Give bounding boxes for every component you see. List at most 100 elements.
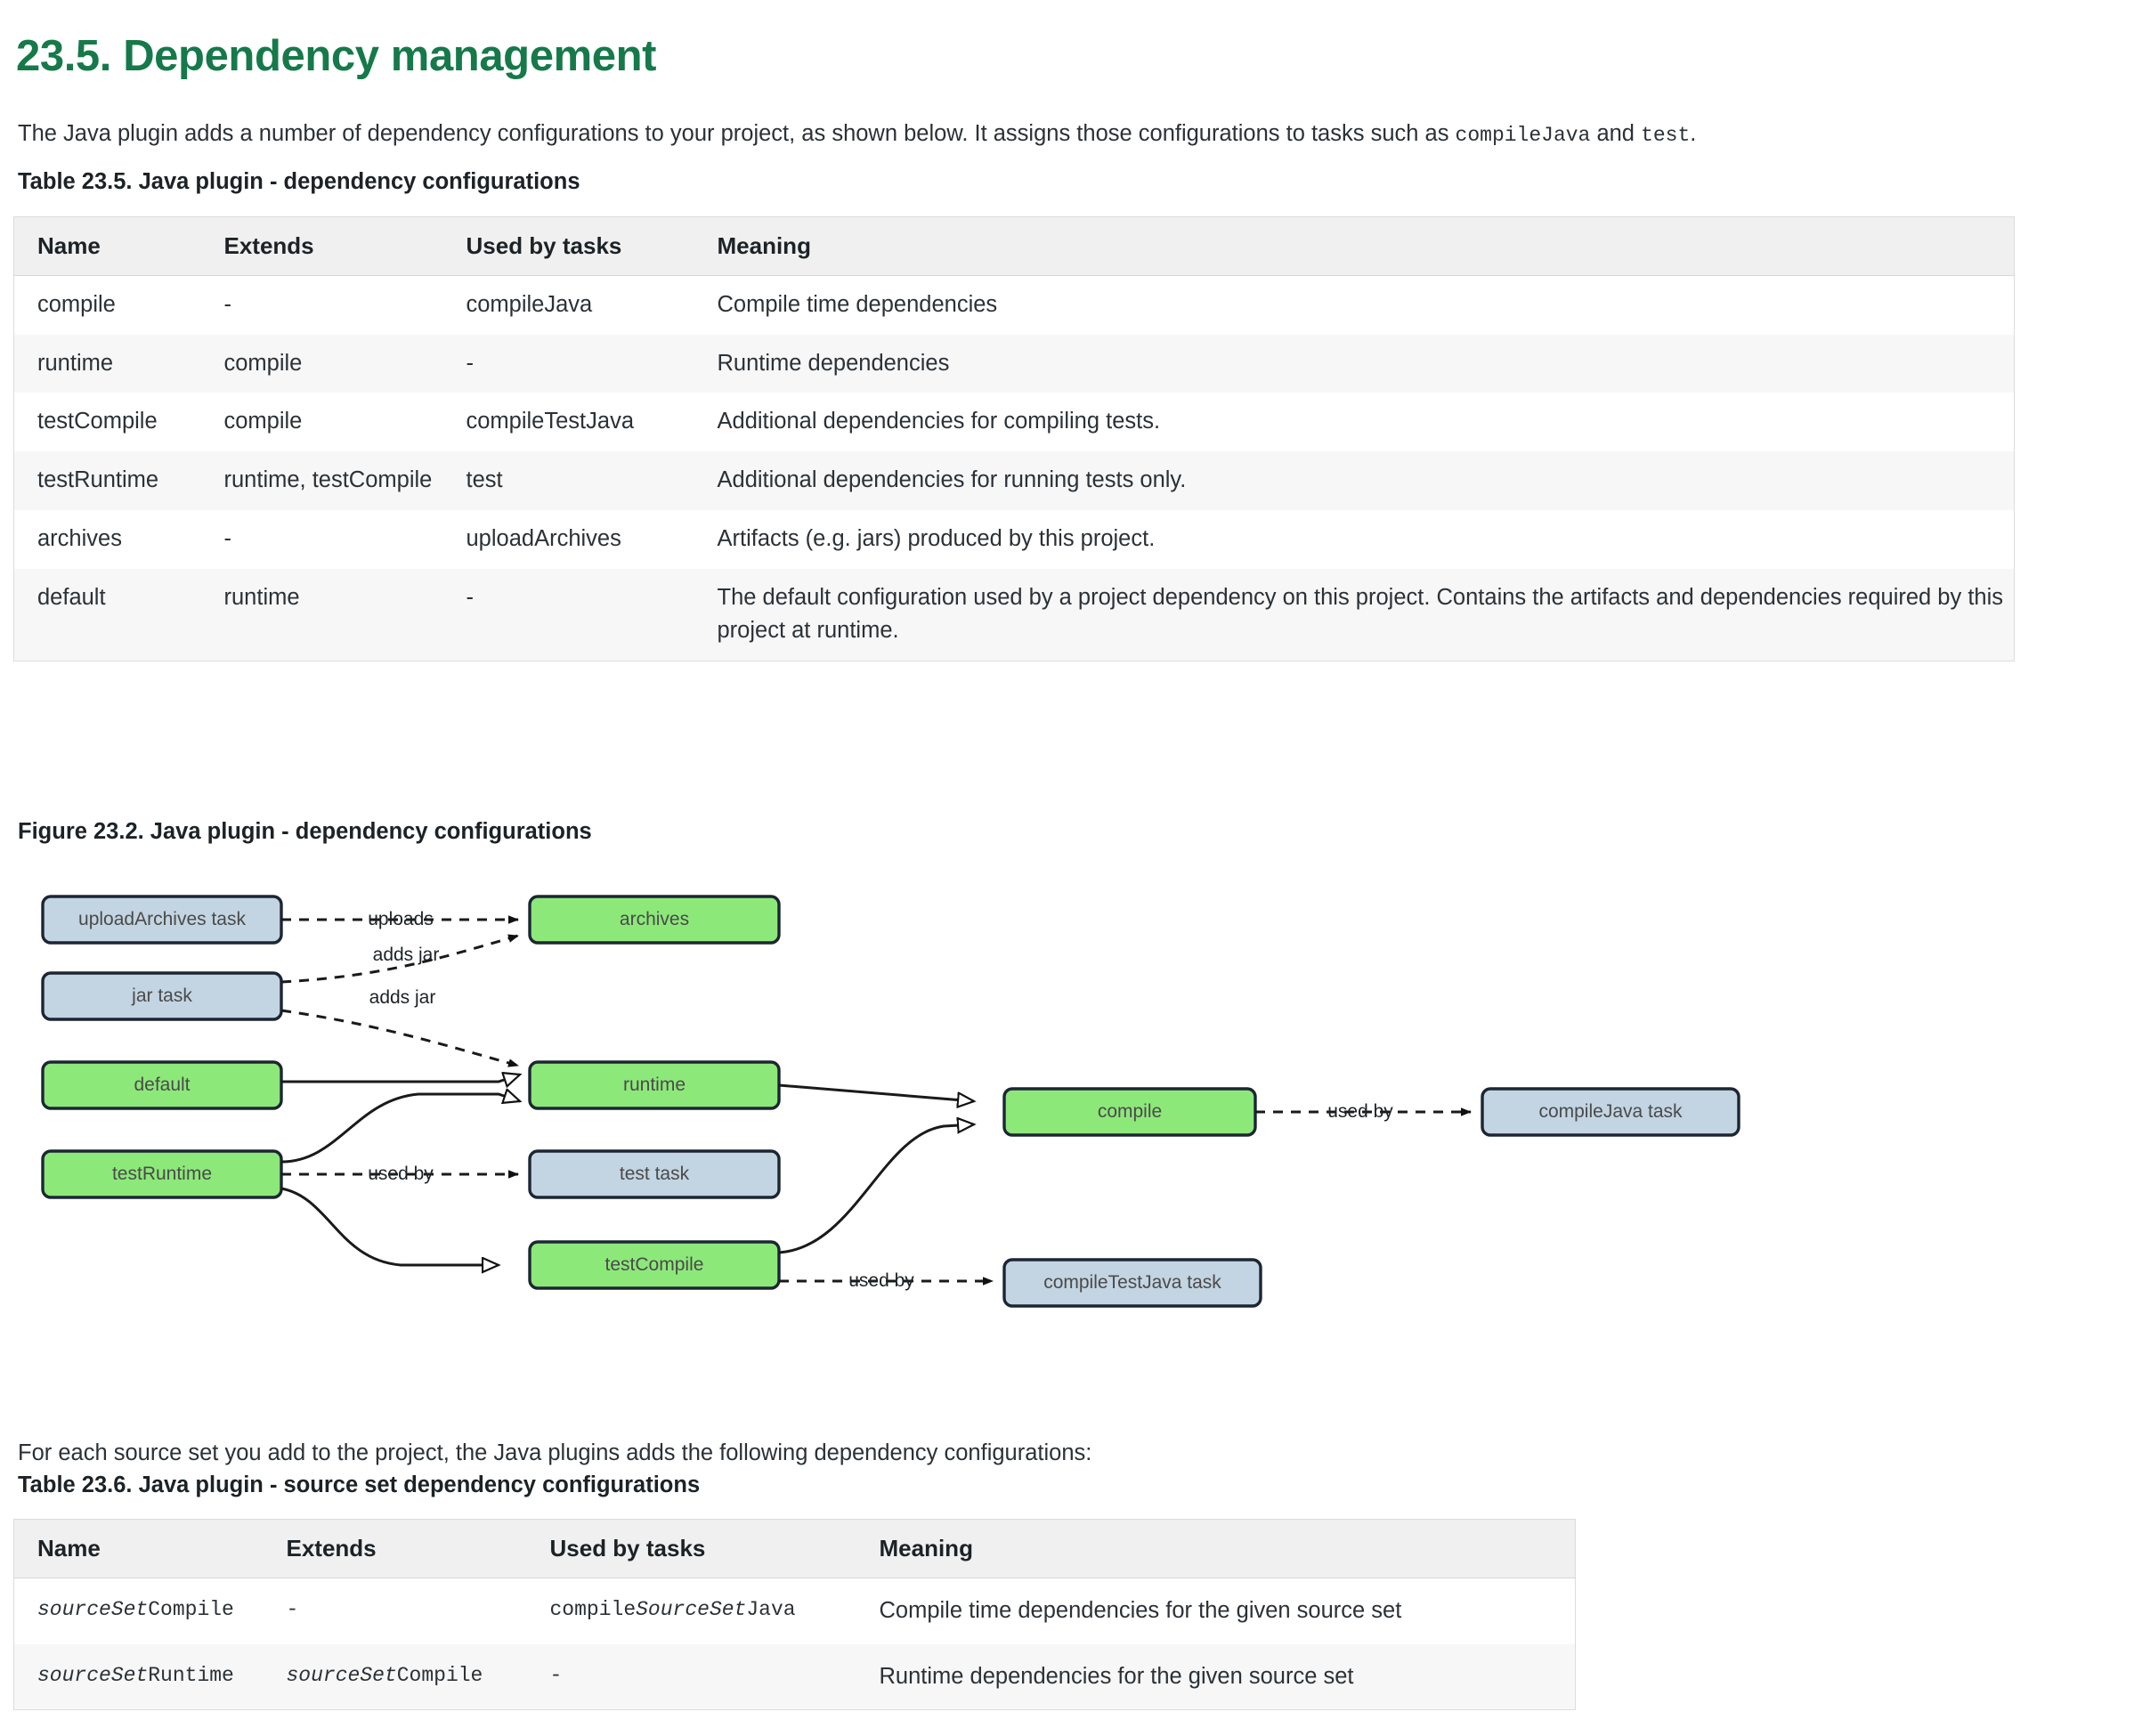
column-header-used-by-tasks: Used by tasks: [466, 216, 718, 276]
node-label-testruntime: testRuntime: [112, 1164, 212, 1184]
node-label-runtime: runtime: [623, 1075, 686, 1095]
cell-meaning: The default configuration used by a proj…: [717, 584, 2004, 644]
cell-used-by-italic-part: SourceSet: [636, 1598, 747, 1621]
cell-used-by: -: [466, 584, 475, 610]
diagram-node-testruntime: testRuntime: [41, 1149, 283, 1199]
cell-extends: -: [223, 525, 232, 551]
cell-used-by: uploadArchives: [466, 525, 621, 551]
intro-text-after: .: [1690, 120, 1697, 146]
cell-used-by-prefix: compile: [549, 1598, 637, 1621]
edge-label-testcompile-used-by: used by: [848, 1270, 914, 1291]
cell-name: sourceSetRuntime: [14, 1644, 287, 1710]
edge-label-adds-jar-runtime: adds jar: [369, 987, 436, 1008]
cell-used-by: -: [466, 350, 475, 376]
diagram-node-test-task: test task: [528, 1149, 781, 1199]
cell-name-plain-part: Compile: [148, 1598, 234, 1621]
diagram-node-archives: archives: [528, 895, 781, 945]
diagram-node-runtime: runtime: [528, 1060, 781, 1110]
cell-name: sourceSetCompile: [14, 1578, 287, 1644]
table-row: runtime compile - Runtime dependencies: [13, 334, 2015, 393]
diagram-edge-testruntime-runtime: [280, 1094, 520, 1164]
cell-name-italic-part: sourceSet: [37, 1598, 149, 1621]
edge-label-uploads: uploads: [368, 909, 434, 929]
cell-name: archives: [37, 525, 122, 551]
cell-used-by: compileSourceSetJava: [550, 1578, 880, 1644]
cell-used-by: -: [550, 1644, 880, 1710]
cell-name: runtime: [37, 350, 114, 376]
cell-used-by: compileTestJava: [466, 409, 635, 434]
table-row: compile - compileJava Compile time depen…: [13, 275, 2015, 335]
cell-extends: runtime: [223, 584, 300, 610]
column-header-extends: Extends: [223, 216, 467, 276]
diagram-edge-testcompile-used-by: used by: [779, 1270, 994, 1291]
diagram-node-compilejava-task: compileJava task: [1481, 1087, 1740, 1137]
diagram-edge-testcompile-compile: [778, 1124, 974, 1254]
page-title: 23.5. Dependency management: [16, 31, 657, 80]
column-header-name: Name: [13, 1519, 287, 1578]
diagram-edge-runtime-compile: [778, 1083, 974, 1101]
inline-code-test: test: [1641, 123, 1691, 147]
cell-meaning: Additional dependencies for running test…: [717, 467, 1187, 493]
column-header-name: Name: [13, 216, 224, 276]
figure-caption: Figure 23.2. Java plugin - dependency co…: [18, 819, 592, 844]
diagram-edge-default-runtime: [281, 1075, 520, 1082]
node-label-archives: archives: [620, 909, 689, 929]
intro-text-before: The Java plugin adds a number of depende…: [18, 120, 1456, 146]
cell-meaning: Additional dependencies for compiling te…: [717, 409, 1161, 434]
cell-used-by-suffix: Java: [746, 1598, 796, 1621]
table-row: testRuntime runtime, testCompile test Ad…: [13, 451, 2015, 510]
diagram-edge-testruntime-testcompile: [280, 1187, 499, 1265]
cell-name: testRuntime: [37, 467, 159, 493]
node-label-default: default: [134, 1075, 190, 1095]
column-header-meaning: Meaning: [717, 216, 2015, 276]
cell-meaning: Runtime dependencies for the given sourc…: [879, 1663, 1354, 1689]
cell-name-italic-part: sourceSet: [37, 1663, 149, 1687]
column-header-meaning: Meaning: [879, 1519, 1576, 1578]
column-header-used-by-tasks: Used by tasks: [549, 1519, 880, 1578]
node-label-compiletestjava-task: compileTestJava task: [1043, 1272, 1221, 1293]
cell-extends-plain-part: Compile: [396, 1663, 483, 1687]
sourceset-paragraph: For each source set you add to the proje…: [18, 1440, 1092, 1465]
cell-name: default: [37, 584, 106, 610]
cell-extends: -: [287, 1578, 550, 1644]
diagram-edge-uploads: uploads: [281, 909, 519, 929]
node-label-test-task: test task: [620, 1164, 690, 1184]
node-label-testcompile: testCompile: [605, 1254, 704, 1275]
intro-text-middle: and: [1590, 120, 1642, 146]
table-236-caption: Table 23.6. Java plugin - source set dep…: [18, 1472, 701, 1497]
source-set-dependency-configurations-table: Name Extends Used by tasks Meaning sourc…: [13, 1519, 1576, 1711]
diagram-edge-testruntime-used-by: used by: [281, 1164, 519, 1184]
table-235-caption: Table 23.5. Java plugin - dependency con…: [18, 169, 580, 194]
inline-code-compilejava: compileJava: [1455, 123, 1591, 147]
table-row: default runtime - The default configurat…: [13, 568, 2015, 661]
table-row: sourceSetCompile - compileSourceSetJava …: [13, 1578, 1576, 1644]
cell-extends: compile: [223, 350, 303, 376]
table-header-row: Name Extends Used by tasks Meaning: [13, 216, 2015, 276]
cell-extends-italic-part: sourceSet: [286, 1663, 397, 1687]
diagram-node-testcompile: testCompile: [528, 1240, 781, 1290]
cell-extends-plain-part: -: [286, 1598, 299, 1621]
diagram-edge-compile-used-by: used by: [1255, 1101, 1472, 1122]
diagram-node-default: default: [41, 1060, 283, 1110]
dependency-configurations-table: Name Extends Used by tasks Meaning compi…: [13, 216, 2015, 662]
diagram-edge-adds-jar-archives: adds jar: [280, 934, 519, 984]
edge-label-adds-jar-archives: adds jar: [373, 945, 440, 965]
node-label-uploadarchives-task: uploadArchives task: [78, 909, 246, 929]
dependency-configurations-diagram: uploadArchives task jar task default tes…: [0, 868, 1781, 1340]
diagram-edge-adds-jar-runtime: adds jar: [280, 987, 519, 1067]
cell-name: compile: [37, 292, 116, 317]
cell-meaning: Artifacts (e.g. jars) produced by this p…: [717, 525, 1156, 551]
cell-name-plain-part: Runtime: [148, 1663, 234, 1687]
diagram-node-compiletestjava-task: compileTestJava task: [1002, 1258, 1262, 1308]
table-row: archives - uploadArchives Artifacts (e.g…: [13, 509, 2015, 569]
table-row: sourceSetRuntime sourceSetCompile - Runt…: [13, 1643, 1576, 1710]
cell-extends: sourceSetCompile: [287, 1644, 550, 1710]
table-row: testCompile compile compileTestJava Addi…: [13, 393, 2015, 452]
diagram-node-jar-task: jar task: [41, 971, 283, 1021]
cell-extends: runtime, testCompile: [223, 467, 433, 493]
cell-extends: compile: [223, 409, 303, 434]
diagram-node-compile: compile: [1002, 1087, 1257, 1137]
cell-meaning: Compile time dependencies for the given …: [879, 1598, 1402, 1623]
cell-used-by-prefix: -: [549, 1663, 563, 1687]
edge-label-testruntime-used-by: used by: [368, 1164, 434, 1184]
